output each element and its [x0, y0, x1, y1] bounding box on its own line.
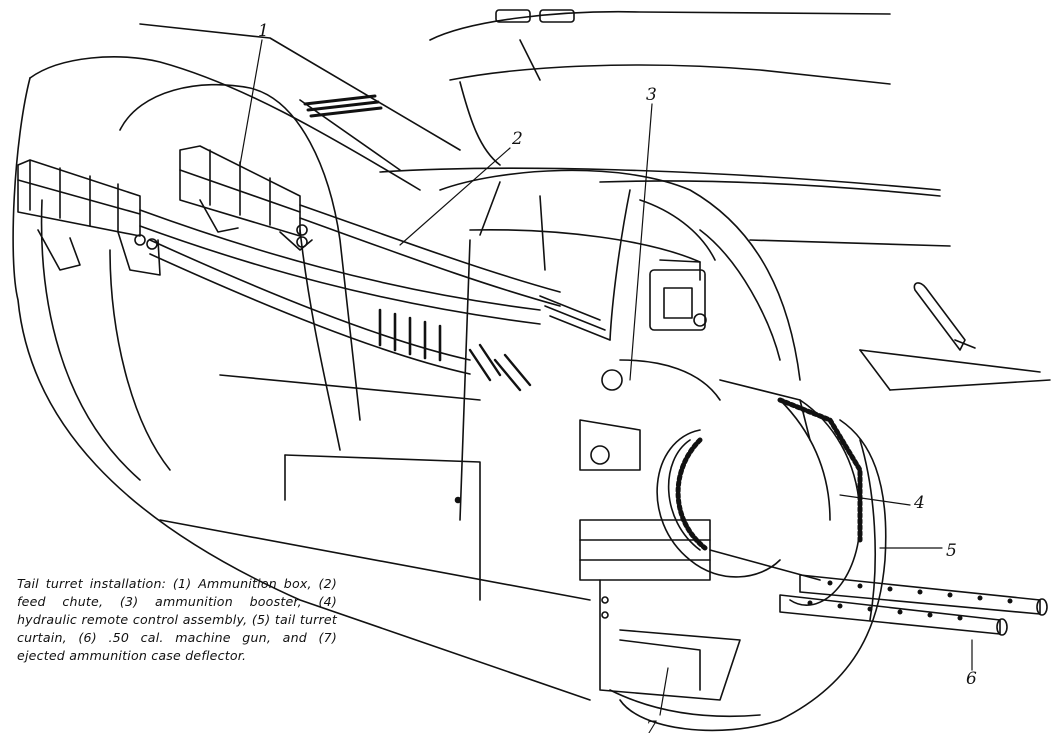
leader-lines — [239, 39, 973, 716]
ammunition-box-right — [179, 145, 313, 251]
callout-6: 6 — [966, 669, 977, 689]
hydraulic-remote-control-assembly — [656, 379, 863, 606]
tail-fin — [303, 9, 1051, 391]
callout-1: 1 — [258, 21, 269, 41]
turret-canopy — [439, 169, 801, 521]
callout-5: 5 — [946, 541, 957, 561]
machine-guns — [579, 519, 1048, 636]
feed-chute — [139, 204, 611, 392]
ejected-case-deflector — [599, 579, 741, 701]
figure-caption: Tail turret installation: (1) Ammunition… — [17, 576, 337, 663]
callout-7: 7 — [646, 718, 657, 738]
callout-4: 4 — [913, 493, 925, 513]
ammunition-box-left — [17, 159, 161, 276]
callout-3: 3 — [646, 85, 657, 105]
callout-2: 2 — [511, 129, 523, 149]
ammunition-booster — [579, 259, 721, 471]
